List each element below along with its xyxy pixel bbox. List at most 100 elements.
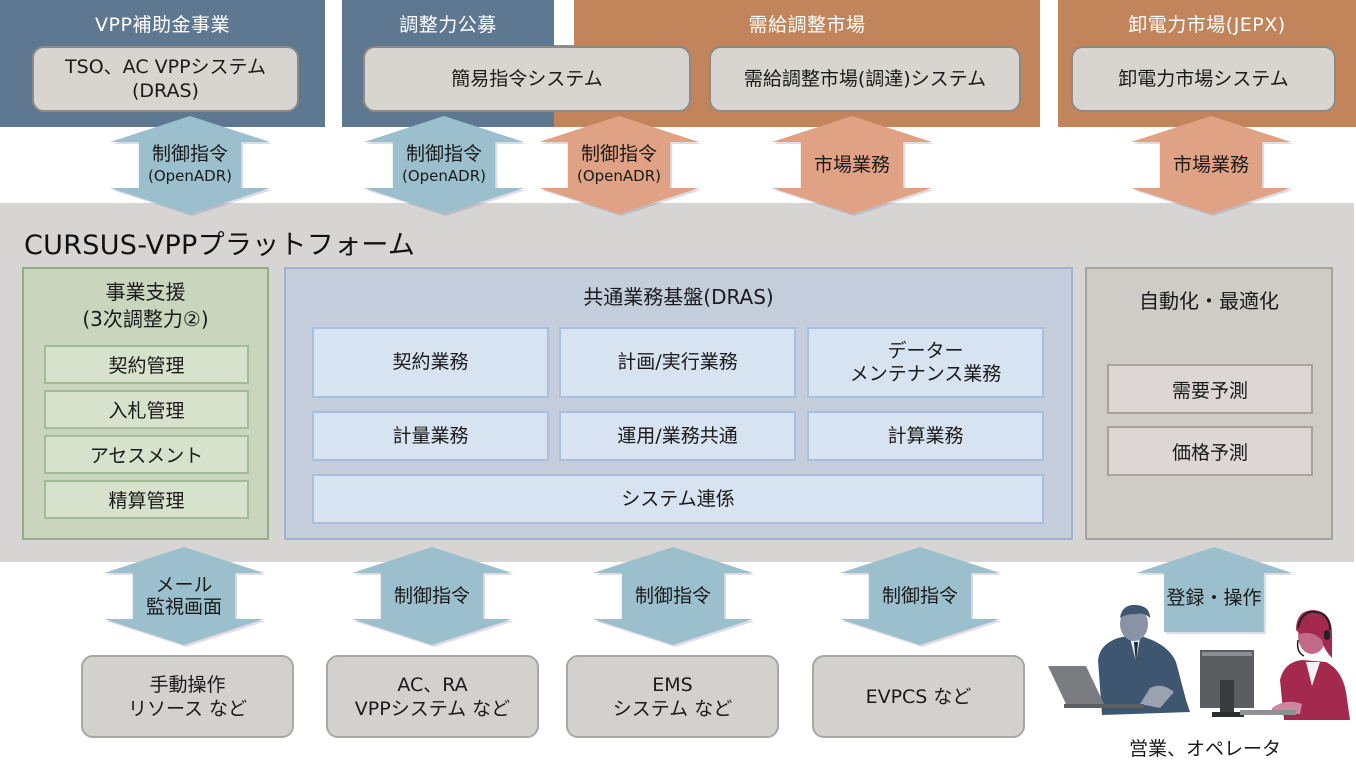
arrow-top-4: 市場業務	[772, 116, 934, 216]
arrow-label-main: 制御指令	[405, 143, 482, 165]
arrow-top-3: 制御指令 (OpenADR)	[539, 116, 701, 216]
arrow-label-main: メール	[155, 574, 213, 596]
business-support-title: 事業支援 (3次調整力②)	[24, 279, 267, 333]
arrow-body	[1131, 116, 1291, 214]
people-illustration	[1040, 600, 1356, 725]
resource-label: EMS	[652, 673, 693, 696]
system-label-sub: (DRAS)	[132, 80, 199, 102]
item-contract-work[interactable]: 契約業務	[312, 327, 549, 398]
business-support-panel: 事業支援 (3次調整力②) 契約管理 入札管理 アセスメント 精算管理	[22, 267, 269, 540]
system-box-tso-ac-vpp[interactable]: TSO、AC VPPシステム (DRAS)	[32, 46, 299, 112]
automation-panel: 自動化・最適化 需要予測 価格予測	[1085, 267, 1333, 540]
system-label: 需給調整市場(調達)システム	[743, 68, 987, 90]
item-metering[interactable]: 計量業務	[312, 411, 549, 461]
arrow-label: 市場業務	[772, 154, 932, 176]
arrow-label: 制御指令 (OpenADR)	[539, 143, 699, 187]
system-label: 簡易指令システム	[451, 68, 603, 90]
item-operation-common[interactable]: 運用/業務共通	[559, 411, 796, 461]
item-price-forecast[interactable]: 価格予測	[1107, 426, 1313, 476]
system-box-jepx[interactable]: 卸電力市場システム	[1071, 46, 1336, 112]
arrow-label: メール監視画面	[104, 574, 264, 618]
arrow-body	[539, 116, 699, 214]
item-label: データー	[887, 339, 964, 362]
arrow-label-main: 市場業務	[813, 154, 890, 176]
arrow-body	[772, 116, 932, 214]
category-title: 需給調整市場	[748, 13, 866, 36]
system-label: TSO、AC VPPシステム	[65, 56, 266, 78]
category-title-adjustment: 調整力公募	[399, 13, 497, 36]
arrow-label: 制御指令	[593, 585, 753, 607]
item-settlement-management[interactable]: 精算管理	[44, 480, 249, 519]
item-bid-management[interactable]: 入札管理	[44, 390, 249, 429]
arrow-label-sub: (OpenADR)	[576, 167, 661, 185]
item-calculation[interactable]: 計算業務	[807, 411, 1044, 461]
arrow-shape	[1136, 547, 1294, 634]
arrow-shape	[104, 547, 266, 647]
category-title: 卸電力市場(JEPX)	[1128, 13, 1286, 36]
common-base-panel: 共通業務基盤(DRAS) 契約業務 計画/実行業務 データー メンテナンス業務 …	[284, 267, 1073, 540]
item-contract-management[interactable]: 契約管理	[44, 345, 249, 384]
arrow-label-sub: 監視画面	[145, 596, 222, 618]
arrow-label: 制御指令	[352, 585, 512, 607]
category-jepx: 卸電力市場(JEPX) 卸電力市場システム	[1058, 0, 1356, 127]
arrow-bottom-1: メール監視画面	[104, 547, 266, 647]
arrow-shape	[364, 116, 526, 216]
item-label: 計算業務	[887, 424, 964, 447]
arrow-body	[1136, 547, 1292, 632]
arrow-body	[352, 547, 512, 645]
arrow-body	[840, 547, 1000, 645]
resource-label: EVPCS など	[865, 685, 972, 708]
item-label: システム連係	[621, 487, 735, 510]
item-data-maintenance[interactable]: データー メンテナンス業務	[807, 327, 1044, 398]
arrow-shape	[110, 116, 272, 216]
arrow-shape	[593, 547, 755, 647]
resource-label-sub: システム など	[612, 697, 733, 720]
arrow-top-2: 制御指令(OpenADR)	[364, 116, 526, 216]
item-assessment[interactable]: アセスメント	[44, 435, 249, 474]
resource-label-sub: VPPシステム など	[354, 697, 511, 720]
item-system-integration[interactable]: システム連係	[312, 474, 1044, 524]
arrow-label-main: 制御指令	[393, 585, 470, 607]
system-box-simple-dispatch[interactable]: 簡易指令システム	[363, 46, 691, 112]
arrow-bottom-3: 制御指令	[593, 547, 755, 647]
arrow-label-sub: (OpenADR)	[147, 167, 232, 185]
arrow-label: 制御指令(OpenADR)	[364, 143, 524, 187]
arrow-bottom-5: 登録・操作	[1136, 547, 1294, 634]
system-label: 卸電力市場システム	[1118, 68, 1289, 90]
arrow-body	[593, 547, 753, 645]
arrow-label-main: 制御指令	[151, 143, 228, 165]
category-title: VPP補助金事業	[95, 13, 230, 36]
arrow-label-main: 制御指令	[881, 585, 958, 607]
resource-ac-ra-vpp[interactable]: AC、RA VPPシステム など	[326, 655, 539, 738]
arrow-body	[104, 547, 264, 645]
arrow-label: 制御指令	[840, 585, 1000, 607]
arrow-shape	[772, 116, 934, 216]
category-vpp-subsidy: VPP補助金事業 TSO、AC VPPシステム (DRAS)	[0, 0, 325, 127]
category-gap	[554, 0, 574, 45]
arrow-top-1: 制御指令 (OpenADR)	[110, 116, 272, 216]
resource-label: 手動操作	[149, 673, 226, 696]
item-label-sub: メンテナンス業務	[849, 362, 1002, 385]
arrow-body	[364, 116, 524, 214]
item-label: 契約業務	[392, 351, 469, 373]
arrow-label-main: 制御指令	[580, 143, 657, 165]
people-caption: 営業、オペレータ	[1128, 737, 1281, 760]
arrow-shape	[539, 116, 701, 216]
system-box-balancing-market[interactable]: 需給調整市場(調達)システム	[709, 46, 1021, 112]
arrow-bottom-4: 制御指令	[840, 547, 1002, 647]
arrow-label-main: 登録・操作	[1166, 586, 1262, 609]
item-demand-forecast[interactable]: 需要予測	[1107, 364, 1313, 414]
item-plan-execution[interactable]: 計画/実行業務	[559, 327, 796, 398]
item-label: 計量業務	[392, 424, 469, 447]
arrow-label-main: 市場業務	[1172, 154, 1249, 176]
item-label: 運用/業務共通	[617, 424, 738, 447]
resource-evpcs[interactable]: EVPCS など	[812, 655, 1025, 738]
resource-ems[interactable]: EMS システム など	[566, 655, 779, 738]
item-label: 計画/実行業務	[617, 351, 738, 373]
resource-manual-operation[interactable]: 手動操作 リソース など	[81, 655, 294, 738]
resource-label-sub: リソース など	[127, 697, 248, 720]
resource-label: AC、RA	[397, 673, 468, 696]
arrow-top-5: 市場業務	[1131, 116, 1293, 216]
arrow-body	[110, 116, 270, 214]
panel-title-line1: 事業支援	[105, 280, 186, 304]
